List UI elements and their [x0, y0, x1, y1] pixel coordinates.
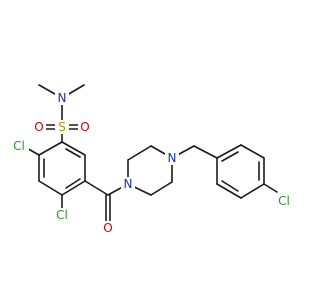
bond-ring1-inner-b [65, 178, 81, 189]
atom-label-layer: N S O O Cl Cl O N [9, 91, 294, 235]
atom-o-sulfonyl-right: O [78, 120, 92, 134]
bond-ring2-cl [263, 183, 278, 193]
atom-label: Cl [13, 139, 25, 153]
bond-ring-carbonyl [84, 180, 109, 196]
bond-ring2-2 [240, 144, 265, 159]
molecule-structure: N S O O Cl Cl O N [9, 84, 294, 235]
atom-cl-ring-top: Cl [9, 139, 29, 153]
atom-label: N [58, 91, 67, 105]
atom-cl-benzyl: Cl [274, 194, 294, 208]
atom-s-sulfonyl: S [55, 120, 69, 134]
bond-ring2-4 [240, 183, 265, 199]
atom-o-sulfonyl-left: O [32, 120, 46, 134]
bond-ring2-inner-c [221, 180, 239, 192]
bond-ring1-1 [38, 141, 63, 156]
bond-pip-2 [127, 145, 152, 161]
atom-n-piperazine-right: N [165, 151, 179, 165]
atom-cl-ring-bottom: Cl [52, 208, 72, 222]
atom-n-piperazine-left: N [121, 177, 135, 191]
atom-n-sulfonamide: N [55, 91, 69, 105]
atom-label: N [168, 151, 177, 165]
bond-pip-5 [150, 181, 173, 196]
bond-ring2-5 [216, 183, 242, 199]
atom-label: Cl [56, 208, 68, 222]
atom-label: O [80, 120, 89, 134]
bond-ring1-3 [38, 180, 63, 196]
bond-ch2-ring2 [193, 145, 218, 159]
atom-label: O [103, 221, 112, 235]
bond-ring2-1 [216, 144, 242, 159]
atom-label: N [124, 177, 133, 191]
bond-ring1-inner-c [65, 148, 81, 158]
atom-o-carbonyl: O [101, 221, 115, 235]
bond-ring2-inner-a [221, 151, 239, 162]
bond-ring1-4 [61, 180, 86, 196]
bond-ring1-6 [61, 141, 86, 156]
atom-label: O [34, 120, 43, 134]
bond-layer [24, 84, 278, 223]
atom-label: S [58, 120, 66, 134]
atom-label: Cl [278, 194, 290, 208]
